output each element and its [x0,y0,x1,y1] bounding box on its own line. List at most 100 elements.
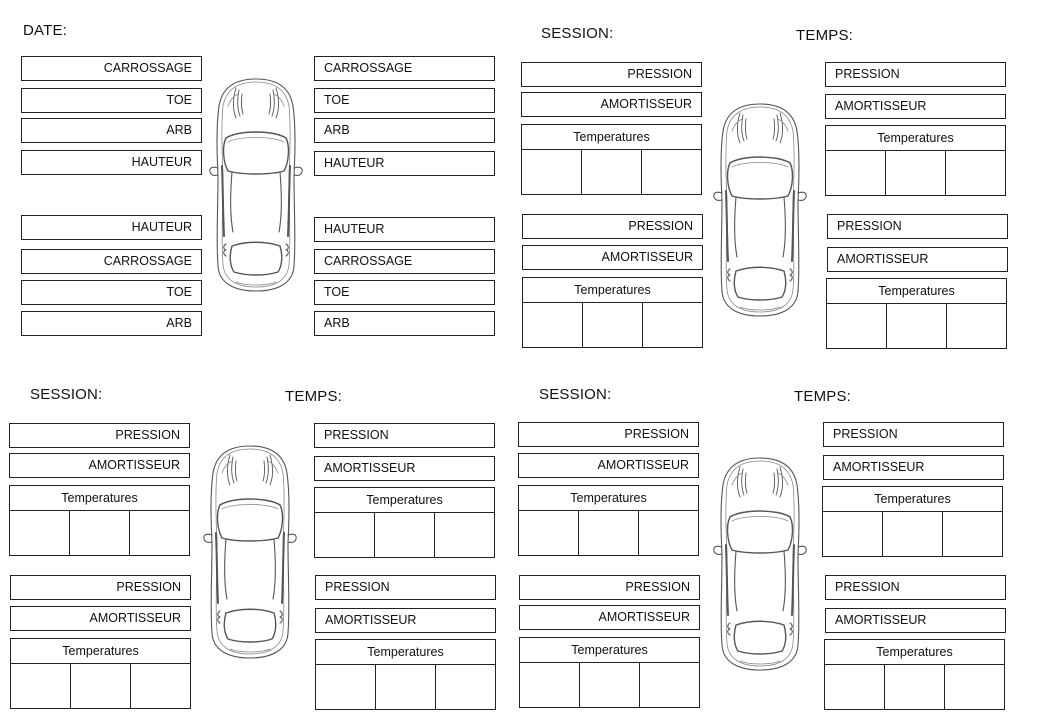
carrossage-rear-right-field[interactable]: CARROSSAGE [314,249,495,274]
temperatures-rr-grid[interactable]: Temperatures [315,639,496,710]
arb-rear-right-field[interactable]: ARB [314,311,495,336]
temp-cell[interactable] [10,511,70,555]
temp-cell[interactable] [946,151,1005,195]
temp-cell[interactable] [883,512,943,556]
carrossage-front-right-field[interactable]: CARROSSAGE [314,56,495,81]
temp-cell[interactable] [130,511,189,555]
amortisseur-rl-field[interactable]: AMORTISSEUR [522,245,703,270]
temp-cell[interactable] [316,665,376,709]
temp-cell[interactable] [642,150,701,194]
pression-rl-field[interactable]: PRESSION [10,575,191,600]
toe-rear-left-field[interactable]: TOE [21,280,202,305]
car-top-view-icon [710,455,810,673]
temps-label: TEMPS: [796,27,854,44]
amortisseur-fr-field[interactable]: AMORTISSEUR [823,455,1004,480]
toe-front-left-field[interactable]: TOE [21,88,202,113]
hauteur-rear-right-field[interactable]: HAUTEUR [314,217,495,242]
carrossage-rear-left-field[interactable]: CARROSSAGE [21,249,202,274]
temperatures-rl-grid[interactable]: Temperatures [522,277,703,348]
temp-cell[interactable] [71,664,131,708]
temp-cell[interactable] [375,513,435,557]
temperatures-fr-grid[interactable]: Temperatures [825,125,1006,196]
temp-cell[interactable] [579,511,639,555]
temperatures-header: Temperatures [825,640,1004,665]
temp-cell[interactable] [435,513,494,557]
pression-fl-field[interactable]: PRESSION [9,423,190,448]
amortisseur-rr-field[interactable]: AMORTISSEUR [825,608,1006,633]
pression-fr-field[interactable]: PRESSION [823,422,1004,447]
temperatures-header: Temperatures [315,488,494,513]
temps-label: TEMPS: [285,388,343,405]
session-label: SESSION: [541,25,614,42]
amortisseur-fr-field[interactable]: AMORTISSEUR [314,456,495,481]
amortisseur-fl-field[interactable]: AMORTISSEUR [518,453,699,478]
amortisseur-rr-field[interactable]: AMORTISSEUR [827,247,1008,272]
temperatures-fr-grid[interactable]: Temperatures [822,486,1003,557]
temp-cell[interactable] [131,664,190,708]
temp-cell[interactable] [522,150,582,194]
pression-fl-field[interactable]: PRESSION [518,422,699,447]
pression-fr-field[interactable]: PRESSION [314,423,495,448]
temperatures-rr-grid[interactable]: Temperatures [826,278,1007,349]
temp-cell[interactable] [583,303,643,347]
temp-cell[interactable] [643,303,702,347]
pression-fl-field[interactable]: PRESSION [521,62,702,87]
temp-cell[interactable] [640,663,699,707]
temp-cell[interactable] [945,665,1004,709]
temperatures-rl-grid[interactable]: Temperatures [10,638,191,709]
temp-cell[interactable] [520,663,580,707]
temp-cell[interactable] [523,303,583,347]
temperatures-header: Temperatures [11,639,190,664]
temp-cell[interactable] [947,304,1006,348]
temp-cell[interactable] [639,511,698,555]
temp-cell[interactable] [582,150,642,194]
carrossage-front-left-field[interactable]: CARROSSAGE [21,56,202,81]
temp-cell[interactable] [436,665,495,709]
pression-rl-field[interactable]: PRESSION [519,575,700,600]
amortisseur-rr-field[interactable]: AMORTISSEUR [315,608,496,633]
temp-cell[interactable] [943,512,1002,556]
arb-front-left-field[interactable]: ARB [21,118,202,143]
amortisseur-rl-field[interactable]: AMORTISSEUR [10,606,191,631]
amortisseur-fl-field[interactable]: AMORTISSEUR [521,92,702,117]
temperatures-fl-grid[interactable]: Temperatures [9,485,190,556]
temperatures-fl-grid[interactable]: Temperatures [521,124,702,195]
temp-cell[interactable] [11,664,71,708]
arb-rear-left-field[interactable]: ARB [21,311,202,336]
temp-cell[interactable] [887,304,947,348]
temp-cell[interactable] [580,663,640,707]
pression-rr-field[interactable]: PRESSION [315,575,496,600]
pression-rr-field[interactable]: PRESSION [825,575,1006,600]
temp-cell[interactable] [827,304,887,348]
pression-fr-field[interactable]: PRESSION [825,62,1006,87]
temperatures-fl-grid[interactable]: Temperatures [518,485,699,556]
amortisseur-fr-field[interactable]: AMORTISSEUR [825,94,1006,119]
toe-front-right-field[interactable]: TOE [314,88,495,113]
hauteur-front-left-field[interactable]: HAUTEUR [21,150,202,175]
temp-cell[interactable] [885,665,945,709]
temp-cell[interactable] [823,512,883,556]
temp-cell[interactable] [886,151,946,195]
temp-cell[interactable] [519,511,579,555]
temp-cell[interactable] [826,151,886,195]
pression-rr-field[interactable]: PRESSION [827,214,1008,239]
temperatures-header: Temperatures [316,640,495,665]
temp-cell[interactable] [825,665,885,709]
temp-cell[interactable] [315,513,375,557]
temperatures-rr-grid[interactable]: Temperatures [824,639,1005,710]
toe-rear-right-field[interactable]: TOE [314,280,495,305]
pression-rl-field[interactable]: PRESSION [522,214,703,239]
temps-label: TEMPS: [794,388,852,405]
temperatures-fr-grid[interactable]: Temperatures [314,487,495,558]
temperatures-rl-grid[interactable]: Temperatures [519,637,700,708]
car-top-view-icon [206,76,306,294]
hauteur-rear-left-field[interactable]: HAUTEUR [21,215,202,240]
amortisseur-rl-field[interactable]: AMORTISSEUR [519,605,700,630]
temp-cell[interactable] [376,665,436,709]
arb-front-right-field[interactable]: ARB [314,118,495,143]
temperatures-header: Temperatures [520,638,699,663]
temp-cell[interactable] [70,511,130,555]
amortisseur-fl-field[interactable]: AMORTISSEUR [9,453,190,478]
car-top-view-icon [710,101,810,319]
hauteur-front-right-field[interactable]: HAUTEUR [314,151,495,176]
